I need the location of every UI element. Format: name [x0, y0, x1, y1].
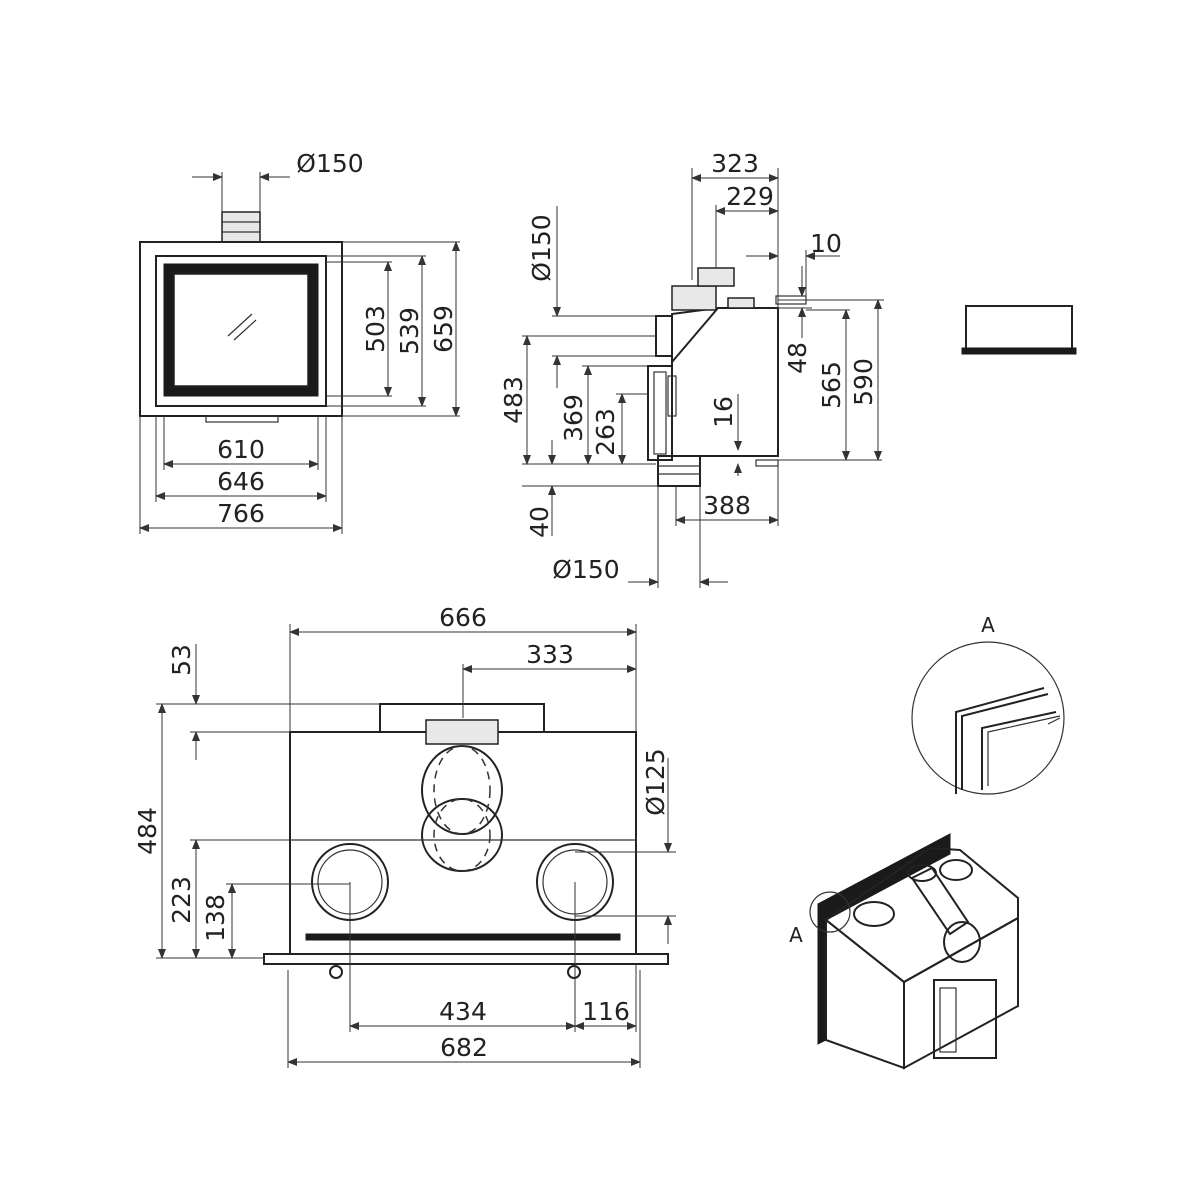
side-height-369-label: 369 [559, 394, 588, 442]
top-dim-138-label: 138 [201, 894, 230, 942]
front-view: Ø150 610 646 766 503 539 659 [139, 149, 460, 534]
front-width-646-label: 646 [217, 467, 265, 496]
side-dim-10-label: 10 [810, 229, 842, 258]
side-front-panel [647, 365, 673, 461]
side-height-590-label: 590 [849, 358, 878, 406]
iso-callout-circle [809, 891, 851, 933]
top-body [289, 731, 637, 955]
detail-circle [911, 641, 1065, 795]
side-dim-48-label: 48 [783, 342, 812, 374]
front-glass [173, 273, 309, 387]
isometric-view: A [789, 833, 1019, 1070]
side-depth-323-label: 323 [711, 149, 759, 178]
top-front-plate [263, 953, 669, 965]
side-bottom-flue-diameter-label: Ø150 [552, 555, 619, 584]
side-top-flue [671, 285, 717, 311]
front-height-659-label: 659 [429, 305, 458, 353]
top-depth-484-label: 484 [133, 807, 162, 855]
top-half-width-333-label: 333 [526, 640, 574, 669]
side-top-flue-diameter-label: Ø150 [527, 214, 556, 281]
detail-a: A [911, 613, 1065, 795]
iso-side [903, 916, 1019, 1070]
side-dim-16-label: 16 [709, 396, 738, 428]
front-height-503-label: 503 [361, 305, 390, 353]
side-body [671, 307, 779, 457]
top-dim-223-label: 223 [167, 876, 196, 924]
detail-label: A [981, 613, 995, 637]
top-view: 666 333 53 484 223 138 Ø125 434 116 [133, 603, 676, 1068]
top-duct-spacing-434-label: 434 [439, 997, 487, 1026]
side-height-483-label: 483 [499, 376, 528, 424]
top-width-682-label: 682 [440, 1033, 488, 1062]
top-duct-diameter-label: Ø125 [641, 748, 670, 815]
profile-thumbnail [961, 305, 1077, 355]
side-depth-388-label: 388 [703, 491, 751, 520]
top-width-666-label: 666 [439, 603, 487, 632]
side-height-565-label: 565 [817, 361, 846, 409]
top-dim-116-label: 116 [582, 997, 630, 1026]
side-dim-40-label: 40 [525, 506, 554, 538]
front-width-766-label: 766 [217, 499, 265, 528]
top-dim-53-label: 53 [167, 644, 196, 676]
front-width-610-label: 610 [217, 435, 265, 464]
side-height-263-label: 263 [591, 408, 620, 456]
side-bottom-flue [657, 455, 701, 487]
side-depth-229-label: 229 [726, 182, 774, 211]
front-flue-diameter-label: Ø150 [296, 149, 363, 178]
side-view: 323 229 10 Ø150 48 565 590 483 369 [499, 149, 884, 588]
iso-callout-label: A [789, 923, 803, 947]
iso-flue [910, 866, 970, 936]
front-flue-collar [221, 211, 261, 243]
front-height-539-label: 539 [395, 307, 424, 355]
